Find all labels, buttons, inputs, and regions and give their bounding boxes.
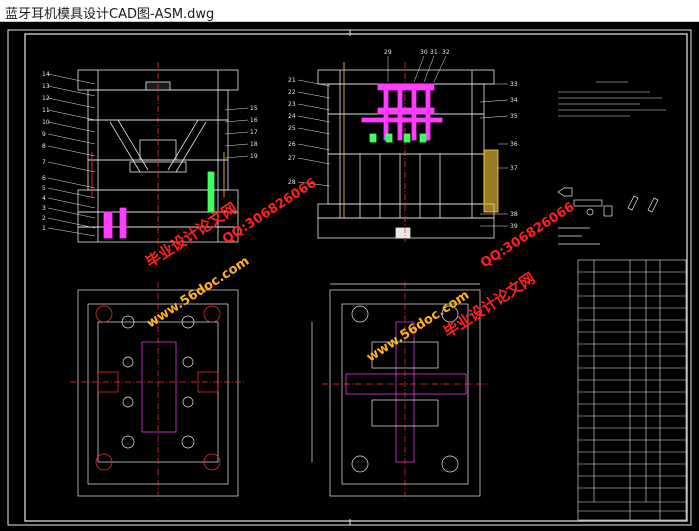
middle-balloons-top: 29 30 31 32 [384,49,450,83]
balloon-number: 12 [42,95,50,102]
balloon-number: 36 [510,141,518,148]
window-titlebar: 蓝牙耳机模具设计CAD图-ASM.dwg [0,0,699,22]
balloon-number: 22 [288,89,296,96]
balloon-number: 39 [510,223,518,230]
drawing-frame-inner [24,33,688,522]
balloon-number: 26 [288,141,296,148]
window-title: 蓝牙耳机模具设计CAD图-ASM.dwg [5,7,215,22]
bottom-middle-plan-view [311,282,488,502]
balloon-number: 38 [510,211,518,218]
balloon-number: 10 [42,119,50,126]
balloon-number: 30 [420,49,428,56]
balloon-number: 5 [42,185,46,192]
balloon-number: 11 [42,107,50,114]
balloon-number: 24 [288,113,296,120]
balloon-number: 16 [250,117,258,124]
balloon-number: 9 [42,131,46,138]
balloon-number: 35 [510,113,518,120]
parts-list-table [577,259,687,521]
balloon-number: 21 [288,77,296,84]
balloon-number: 1 [42,225,46,232]
left-section-view [77,62,239,250]
balloon-number: 14 [42,71,50,78]
balloon-number: 37 [510,165,518,172]
balloon-number: 13 [42,83,50,90]
balloon-number: 17 [250,129,258,136]
balloon-number: 23 [288,101,296,108]
left-balloons-left: 14 13 12 11 10 9 8 7 6 5 4 3 2 1 [42,71,96,237]
balloon-number: 33 [510,81,518,88]
balloon-number: 32 [442,49,450,56]
balloon-number: 29 [384,49,392,56]
balloon-number: 31 [430,49,438,56]
balloon-number: 4 [42,195,46,202]
balloon-number: 18 [250,141,258,148]
left-balloons-right: 15 16 17 18 19 [224,105,258,160]
balloon-number: 25 [288,125,296,132]
watermark-group-right: www.56doc.com 毕业设计论文网 QQ:306826066 [364,200,577,366]
balloon-number: 8 [42,143,46,150]
cad-drawing[interactable]: 14 13 12 11 10 9 8 7 6 5 4 3 2 1 15 16 1… [0,22,699,531]
balloon-number: 6 [42,175,46,182]
balloon-number: 3 [42,205,46,212]
technical-notes [558,81,666,117]
balloon-number: 19 [250,153,258,160]
balloon-number: 28 [288,179,296,186]
balloon-number: 2 [42,215,46,222]
balloon-number: 34 [510,97,518,104]
detail-parts [557,187,659,245]
middle-balloons-left: 21 22 23 24 25 26 27 28 [288,77,331,187]
balloon-label: 14 13 12 11 10 9 8 7 6 5 4 3 2 1 [42,71,96,237]
middle-balloons-right: 33 34 35 36 37 38 39 [479,81,518,230]
bottom-left-plan-view [70,282,246,502]
balloon-number: 7 [42,159,46,166]
watermark-group-left: www.56doc.com 毕业设计论文网 QQ:306826066 [142,176,319,332]
balloon-number: 27 [288,155,296,162]
middle-section-view [317,62,499,242]
cad-drawing-canvas[interactable]: 14 13 12 11 10 9 8 7 6 5 4 3 2 1 15 16 1… [0,22,699,531]
balloon-number: 15 [250,105,258,112]
